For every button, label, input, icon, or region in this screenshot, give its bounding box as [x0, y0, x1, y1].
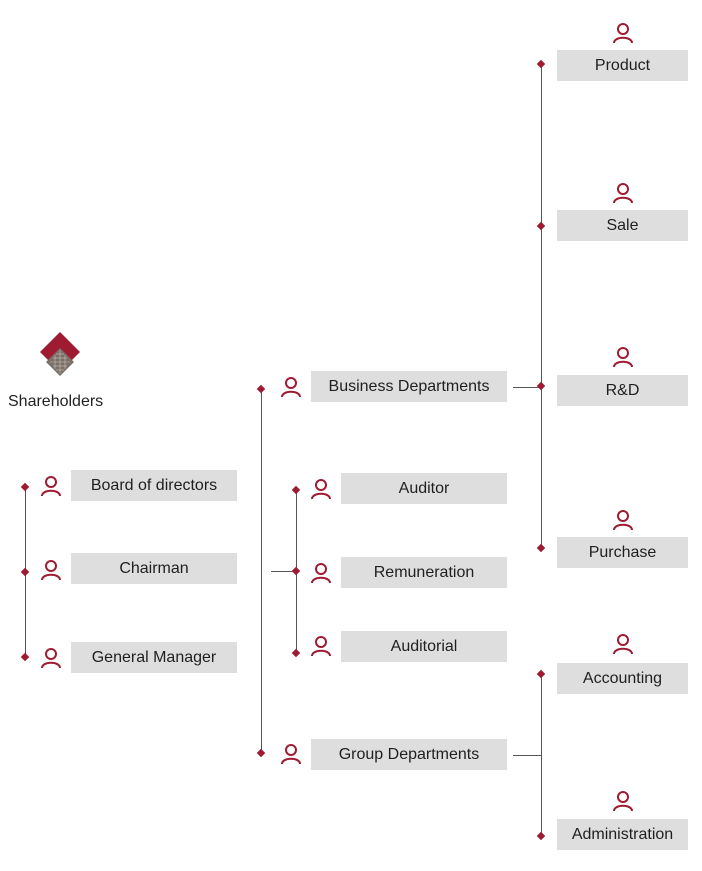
- accounting-box: Accounting: [557, 663, 688, 694]
- person-icon: [40, 475, 62, 497]
- shareholders-label: Shareholders: [8, 393, 104, 410]
- business-connector: [513, 387, 541, 388]
- general-manager-box: General Manager: [71, 642, 237, 673]
- shareholders-logo-icon: [36, 330, 84, 382]
- connector-dot: [256, 384, 266, 394]
- connector-dot: [536, 381, 546, 391]
- chairman-connector: [271, 571, 297, 572]
- rd-box: R&D: [557, 375, 688, 406]
- connector-dot: [20, 652, 30, 662]
- administration-box: Administration: [557, 819, 688, 850]
- connector-dot: [291, 485, 301, 495]
- connector-dot: [20, 567, 30, 577]
- business-units-line: [541, 65, 542, 549]
- person-icon: [612, 509, 634, 531]
- person-icon: [40, 559, 62, 581]
- sale-box: Sale: [557, 210, 688, 241]
- connector-dot: [536, 831, 546, 841]
- chairman-box: Chairman: [71, 553, 237, 584]
- purchase-box: Purchase: [557, 537, 688, 568]
- person-icon: [280, 743, 302, 765]
- connector-dot: [256, 748, 266, 758]
- person-icon: [310, 562, 332, 584]
- auditor-box: Auditor: [341, 473, 507, 504]
- connector-dot: [536, 221, 546, 231]
- remuneration-box: Remuneration: [341, 557, 507, 588]
- person-icon: [310, 635, 332, 657]
- connector-dot: [536, 59, 546, 69]
- group-connector: [513, 755, 541, 756]
- middle-outer-line: [261, 390, 262, 754]
- person-icon: [612, 790, 634, 812]
- connector-dot: [291, 566, 301, 576]
- group-units-line: [541, 674, 542, 837]
- business-departments-box: Business Departments: [311, 371, 507, 402]
- person-icon: [280, 376, 302, 398]
- person-icon: [612, 182, 634, 204]
- connector-dot: [536, 669, 546, 679]
- person-icon: [612, 633, 634, 655]
- auditorial-box: Auditorial: [341, 631, 507, 662]
- connector-dot: [291, 648, 301, 658]
- group-departments-box: Group Departments: [311, 739, 507, 770]
- person-icon: [612, 346, 634, 368]
- person-icon: [310, 478, 332, 500]
- person-icon: [612, 22, 634, 44]
- product-box: Product: [557, 50, 688, 81]
- person-icon: [40, 647, 62, 669]
- connector-dot: [20, 482, 30, 492]
- connector-dot: [536, 543, 546, 553]
- board-of-directors-box: Board of directors: [71, 470, 237, 501]
